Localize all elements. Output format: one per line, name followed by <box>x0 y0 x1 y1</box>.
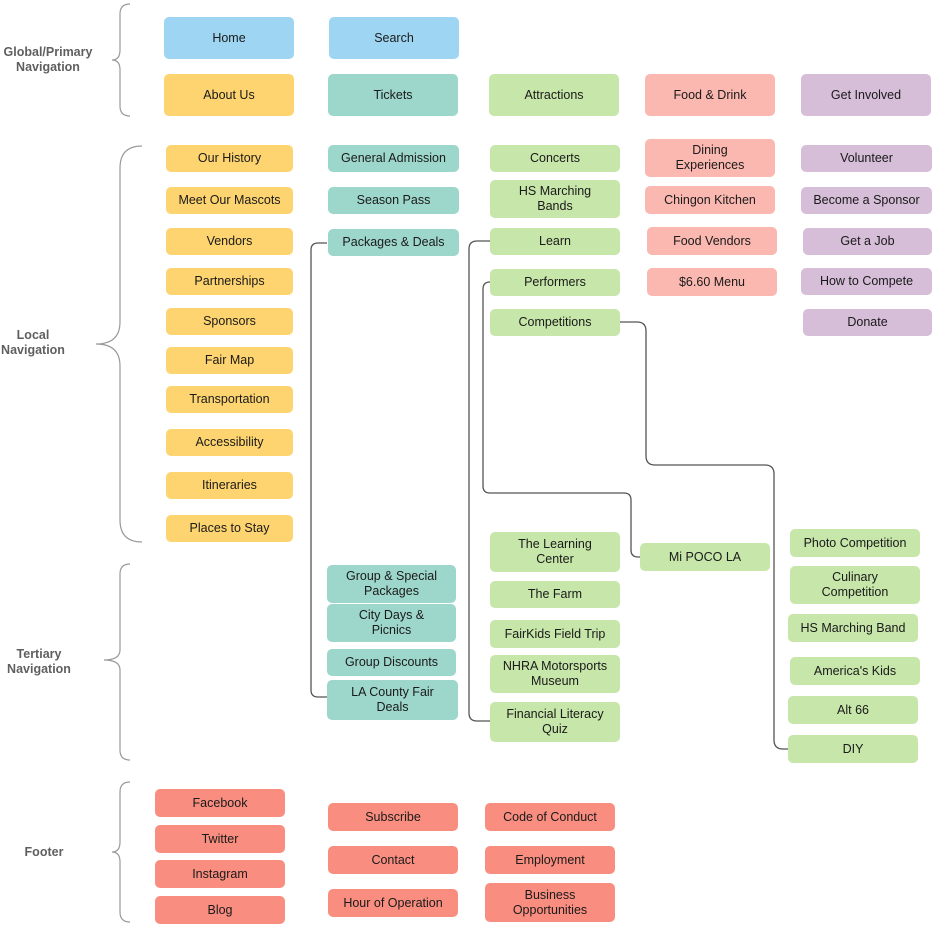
node-mi-poco-la[interactable]: Mi POCO LA <box>640 543 770 571</box>
node-sponsors[interactable]: Sponsors <box>166 308 293 335</box>
node-americas-kids[interactable]: America's Kids <box>790 657 920 685</box>
node-hour-of-operation[interactable]: Hour of Operation <box>328 889 458 917</box>
node-concerts[interactable]: Concerts <box>490 145 620 172</box>
node-general-admission[interactable]: General Admission <box>328 145 459 172</box>
node-meet-our-mascots[interactable]: Meet Our Mascots <box>166 187 293 214</box>
node-fair-map[interactable]: Fair Map <box>166 347 293 374</box>
connector-performers <box>482 281 640 558</box>
node-hs-marching-bands[interactable]: HS Marching Bands <box>490 180 620 218</box>
node-packages-deals[interactable]: Packages & Deals <box>328 229 459 256</box>
node-food-vendors[interactable]: Food Vendors <box>647 227 777 255</box>
section-label-global: Global/Primary Navigation <box>3 45 93 74</box>
node-employment[interactable]: Employment <box>485 846 615 874</box>
node-blog[interactable]: Blog <box>155 896 285 924</box>
node-la-county-fair-deals[interactable]: LA County Fair Deals <box>327 680 458 720</box>
connector-learn <box>468 240 490 722</box>
node-the-farm[interactable]: The Farm <box>490 581 620 608</box>
node-code-of-conduct[interactable]: Code of Conduct <box>485 803 615 831</box>
node-accessibility[interactable]: Accessibility <box>166 429 293 456</box>
node-city-days-picnics[interactable]: City Days & Picnics <box>327 604 456 642</box>
brace-global <box>111 3 131 117</box>
node-food-drink[interactable]: Food & Drink <box>645 74 775 116</box>
node-financial-literacy-quiz[interactable]: Financial Literacy Quiz <box>490 702 620 742</box>
node-partnerships[interactable]: Partnerships <box>166 268 293 295</box>
node-vendors[interactable]: Vendors <box>166 228 293 255</box>
connector-competitions <box>620 321 788 750</box>
node-dining-experiences[interactable]: Dining Experiences <box>645 139 775 177</box>
node-about-us[interactable]: About Us <box>164 74 294 116</box>
node-become-a-sponsor[interactable]: Become a Sponsor <box>801 187 932 214</box>
node-get-involved[interactable]: Get Involved <box>801 74 931 116</box>
node-competitions[interactable]: Competitions <box>490 309 620 336</box>
node-photo-competition[interactable]: Photo Competition <box>790 529 920 557</box>
section-label-footer: Footer <box>24 845 64 859</box>
node-our-history[interactable]: Our History <box>166 145 293 172</box>
node-learn[interactable]: Learn <box>490 228 620 255</box>
node-search[interactable]: Search <box>329 17 459 59</box>
node-home[interactable]: Home <box>164 17 294 59</box>
node-transportation[interactable]: Transportation <box>166 386 293 413</box>
node-subscribe[interactable]: Subscribe <box>328 803 458 831</box>
node-learning-center[interactable]: The Learning Center <box>490 532 620 572</box>
node-attractions[interactable]: Attractions <box>489 74 619 116</box>
node-nhra-museum[interactable]: NHRA Motorsports Museum <box>490 655 620 693</box>
node-chingon-kitchen[interactable]: Chingon Kitchen <box>645 186 775 214</box>
node-season-pass[interactable]: Season Pass <box>328 187 459 214</box>
node-volunteer[interactable]: Volunteer <box>801 145 932 172</box>
node-how-to-compete[interactable]: How to Compete <box>801 268 932 295</box>
node-itineraries[interactable]: Itineraries <box>166 472 293 499</box>
section-label-local: Local Navigation <box>1 328 65 357</box>
node-alt-66[interactable]: Alt 66 <box>788 696 918 724</box>
node-group-discounts[interactable]: Group Discounts <box>327 649 456 676</box>
node-hs-marching-band[interactable]: HS Marching Band <box>788 614 918 642</box>
node-fairkids-field-trip[interactable]: FairKids Field Trip <box>490 620 620 648</box>
node-business-opportunities[interactable]: Business Opportunities <box>485 883 615 922</box>
node-contact[interactable]: Contact <box>328 846 458 874</box>
node-culinary-competition[interactable]: Culinary Competition <box>790 566 920 604</box>
section-label-tertiary: Tertiary Navigation <box>7 647 71 676</box>
brace-tertiary <box>103 563 131 761</box>
brace-footer <box>111 781 131 923</box>
node-donate[interactable]: Donate <box>803 309 932 336</box>
node-group-special-packages[interactable]: Group & Special Packages <box>327 565 456 603</box>
node-twitter[interactable]: Twitter <box>155 825 285 853</box>
connector-packages <box>310 242 327 698</box>
node-get-a-job[interactable]: Get a Job <box>803 228 932 255</box>
node-diy[interactable]: DIY <box>788 735 918 763</box>
node-places-to-stay[interactable]: Places to Stay <box>166 515 293 542</box>
brace-local <box>95 145 143 543</box>
node-performers[interactable]: Performers <box>490 269 620 296</box>
node-660-menu[interactable]: $6.60 Menu <box>647 268 777 296</box>
node-facebook[interactable]: Facebook <box>155 789 285 817</box>
node-instagram[interactable]: Instagram <box>155 860 285 888</box>
node-tickets[interactable]: Tickets <box>328 74 458 116</box>
